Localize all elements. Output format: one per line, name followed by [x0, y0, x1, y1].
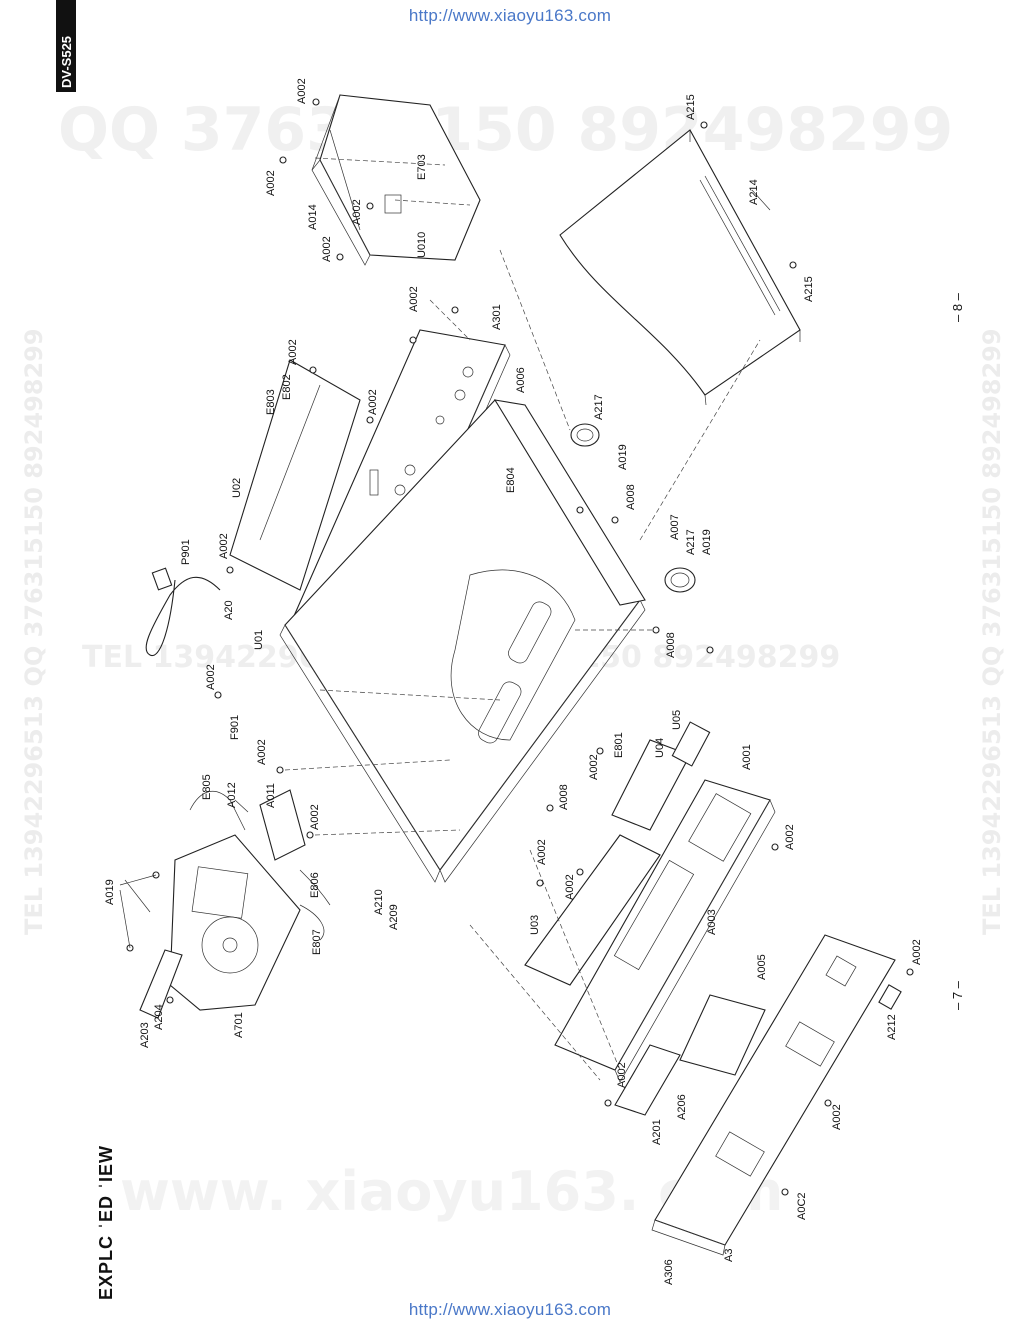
label-e803: E803 [265, 389, 277, 415]
side-bracket [493, 399, 646, 606]
tray-door [614, 1044, 681, 1116]
label-u010: U010 [416, 232, 428, 258]
label-a215-1: A215 [685, 94, 697, 120]
label-a215-2: A215 [803, 276, 815, 302]
label-a002-17: A002 [616, 1062, 628, 1088]
label-a217-1: A217 [593, 394, 605, 420]
tray-bezel [139, 949, 183, 1019]
label-a002-5: A002 [408, 286, 420, 312]
label-a002-3: A002 [351, 199, 363, 225]
label-a002-6: A002 [287, 339, 299, 365]
label-a005: A005 [756, 954, 768, 980]
label-a008-2: A008 [665, 632, 677, 658]
label-a306: A306 [663, 1259, 675, 1285]
label-a002-7: A002 [367, 389, 379, 415]
display-window [679, 994, 766, 1076]
label-a210: A210 [373, 889, 385, 915]
label-e804: E804 [505, 467, 517, 493]
label-a209: A209 [388, 904, 400, 930]
top-cover [559, 129, 801, 406]
label-a008-1: A008 [625, 484, 637, 510]
label-a20: A20 [223, 600, 235, 620]
label-a002-15: A002 [564, 874, 576, 900]
power-cord [145, 567, 221, 657]
label-a204: A204 [153, 1004, 165, 1030]
label-a201: A201 [651, 1119, 663, 1145]
label-f901: F901 [229, 715, 241, 740]
label-a203: A203 [139, 1022, 151, 1048]
leader-lines [119, 189, 771, 949]
main-board [229, 359, 361, 591]
footer-url[interactable]: http://www.xiaoyu163.com [408, 1300, 612, 1319]
label-a019-3: A019 [104, 879, 116, 905]
sub-board-a011 [259, 789, 306, 861]
label-a002-13: A002 [784, 824, 796, 850]
label-a011: A011 [265, 783, 277, 808]
label-a007: A007 [669, 514, 681, 540]
label-a012: A012 [226, 782, 238, 808]
model-tab: DV-S525 [56, 0, 76, 92]
label-a206: A206 [676, 1094, 688, 1120]
label-e807: E807 [311, 929, 323, 955]
part-labels: A002 A002 A002 A002 A014 E703 U010 A215 … [104, 78, 923, 1285]
label-a3: A3 [723, 1249, 735, 1262]
label-a002-1: A002 [296, 78, 308, 104]
label-e805: E805 [201, 774, 213, 800]
alignment-guides [284, 249, 761, 1081]
screws [126, 98, 914, 1196]
label-a002-2: A002 [265, 170, 277, 196]
label-u01: U01 [253, 630, 265, 650]
label-a001: A001 [741, 744, 753, 770]
label-a002-16: A002 [911, 939, 923, 965]
label-a701: A701 [233, 1012, 245, 1038]
label-a006: A006 [515, 367, 527, 393]
bracket-u04 [611, 721, 711, 831]
flex-cables [189, 790, 331, 941]
front-panel [651, 934, 902, 1256]
label-e801: E801 [613, 732, 625, 758]
front-frame [554, 779, 776, 1083]
label-a0c2: A0C2 [796, 1192, 808, 1220]
header-url[interactable]: http://www.xiaoyu163.com [408, 6, 612, 25]
label-a002-10: A002 [256, 739, 268, 765]
label-u05: U05 [671, 710, 683, 730]
label-a002-11: A002 [309, 804, 321, 830]
label-u04: U04 [654, 738, 666, 758]
label-a002-18: A002 [831, 1104, 843, 1130]
label-a002-9: A002 [205, 664, 217, 690]
label-a002-14: A002 [536, 839, 548, 865]
power-shield-assembly [311, 94, 481, 266]
foot-a217-1 [570, 423, 600, 447]
foot-a217-2 [664, 567, 696, 593]
label-a003: A003 [706, 909, 718, 935]
label-e802: E802 [281, 374, 293, 400]
label-e703: E703 [416, 154, 428, 180]
label-a019-1: A019 [617, 444, 629, 470]
label-a217-2: A217 [685, 529, 697, 555]
label-p901: P901 [180, 539, 192, 565]
label-a002-4: A002 [321, 236, 333, 262]
label-a214: A214 [748, 179, 760, 205]
label-a301: A301 [491, 304, 503, 330]
dvd-loader [169, 834, 301, 1011]
label-a002-8: A002 [218, 533, 230, 559]
label-a008-3: A008 [558, 784, 570, 810]
label-a212: A212 [886, 1014, 898, 1040]
label-a014: A014 [307, 204, 319, 230]
label-e806: E806 [309, 872, 321, 898]
bracket-u03 [524, 834, 661, 986]
label-a002-12: A002 [588, 754, 600, 780]
watermark-qq-top: QQ 376315150 892498299 [58, 95, 954, 165]
label-u02: U02 [231, 478, 243, 498]
label-a019-2: A019 [701, 529, 713, 555]
label-u03: U03 [529, 915, 541, 935]
